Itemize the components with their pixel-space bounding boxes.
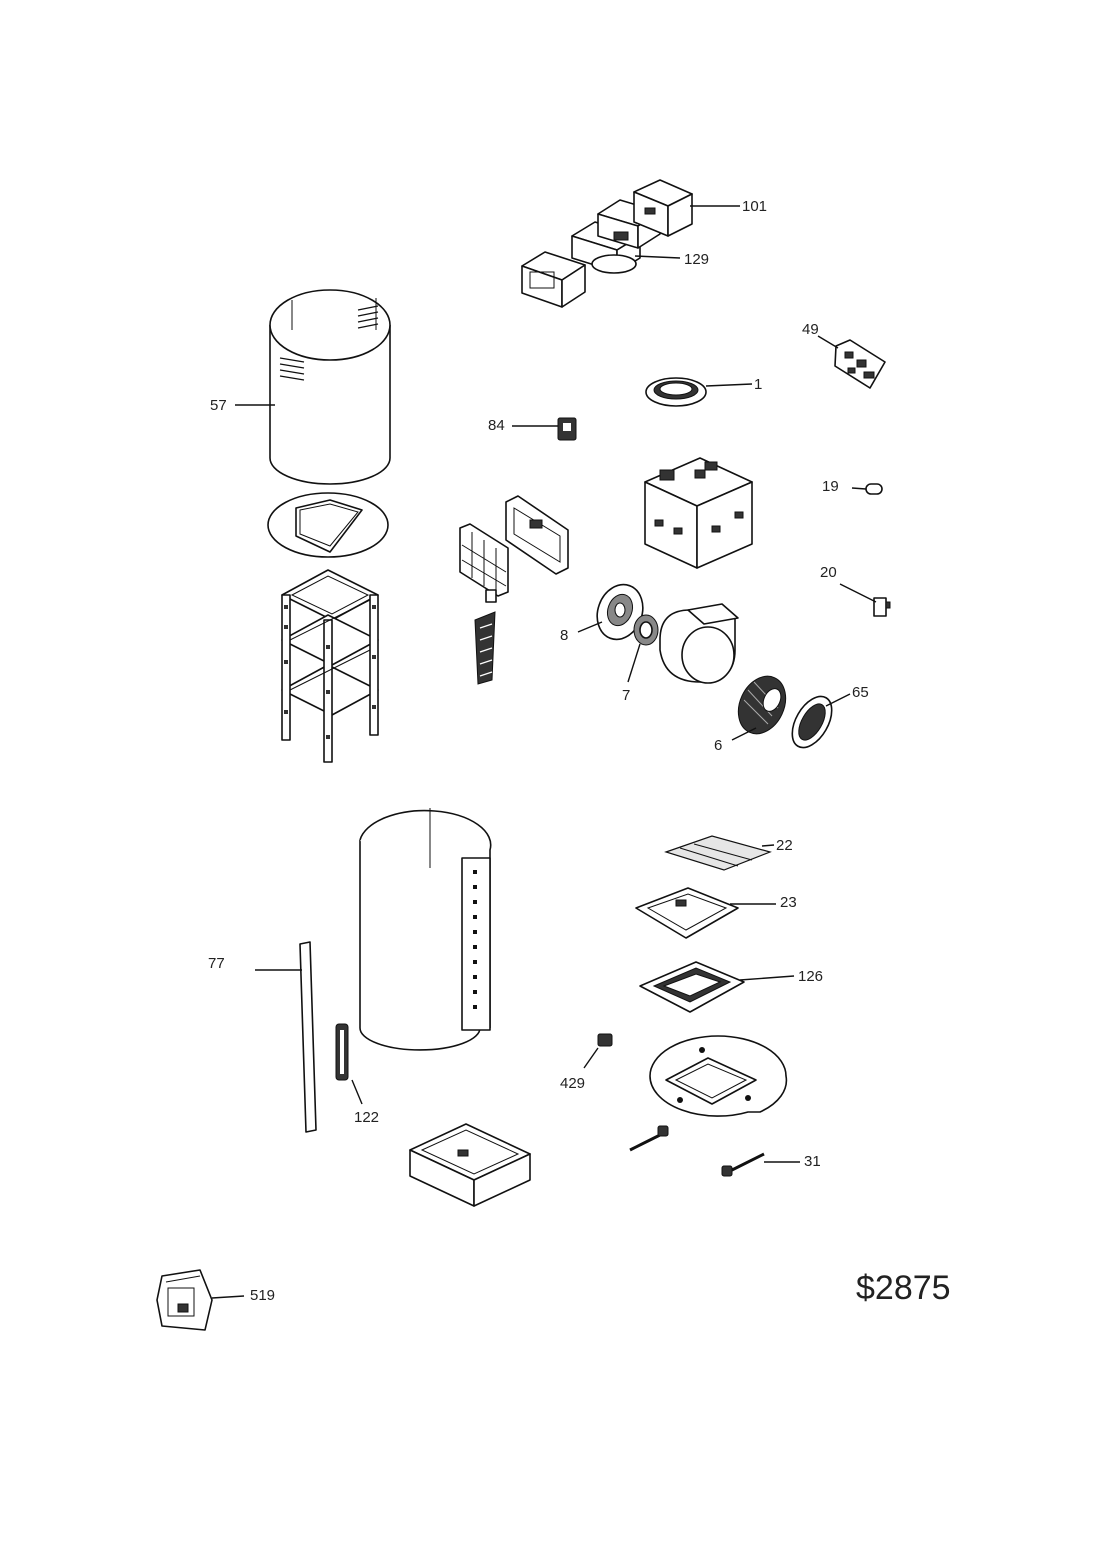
label-65: 65 [852, 684, 869, 701]
part-126-grease-filter [639, 961, 745, 1013]
label-49: 49 [802, 321, 819, 338]
part-31-screw [721, 1152, 765, 1177]
part-6-fan-wheel [737, 675, 787, 735]
part-1-ring-gasket [645, 377, 707, 407]
label-77: 77 [208, 955, 225, 972]
part-57-upper-chimney-cylinder [269, 289, 391, 485]
part-20-switch [873, 597, 891, 617]
part-flange-ring [267, 492, 389, 558]
part-lower-chimney-shell [359, 808, 492, 1051]
label-20: 20 [820, 564, 837, 581]
part-23-filter-frame [635, 887, 739, 939]
part-519-instruction-bag [156, 1269, 213, 1331]
part-22-filter-pad [664, 835, 772, 871]
label-22: 22 [776, 837, 793, 854]
label-122: 122 [354, 1109, 379, 1126]
label-57: 57 [210, 397, 227, 414]
label-126: 126 [798, 968, 823, 985]
part-77-trim-strip [299, 941, 317, 1133]
part-65-inlet-ring [791, 695, 833, 749]
label-84: 84 [488, 417, 505, 434]
model-code: $2875 [856, 1269, 951, 1307]
part-8-motor-plate [596, 583, 644, 641]
part-19-lamp-holder [851, 483, 883, 495]
part-bottom-box [409, 1123, 531, 1207]
label-429: 429 [560, 1075, 585, 1092]
part-7-motor [633, 614, 659, 646]
label-31: 31 [804, 1153, 821, 1170]
label-6: 6 [714, 737, 722, 754]
label-7: 7 [622, 687, 630, 704]
part-122-small-strip [335, 1023, 349, 1081]
label-8: 8 [560, 627, 568, 644]
label-19: 19 [822, 478, 839, 495]
label-1: 1 [754, 376, 762, 393]
part-429-block [597, 1033, 613, 1047]
part-49-control-board [834, 339, 886, 389]
label-129: 129 [684, 251, 709, 268]
label-519: 519 [250, 1287, 275, 1304]
part-101-129-duct-connectors [521, 179, 693, 308]
part-base-plate [649, 1035, 788, 1117]
part-comb-strip [474, 611, 496, 685]
part-filter-grid [459, 523, 509, 603]
label-101: 101 [742, 198, 767, 215]
label-23: 23 [780, 894, 797, 911]
part-blower-scroll [659, 603, 739, 684]
part-screw-a [629, 1125, 669, 1152]
part-mounting-bracket [505, 495, 569, 575]
part-support-frame [281, 569, 379, 763]
part-84-clip [557, 417, 577, 441]
part-motor-housing [644, 457, 753, 569]
